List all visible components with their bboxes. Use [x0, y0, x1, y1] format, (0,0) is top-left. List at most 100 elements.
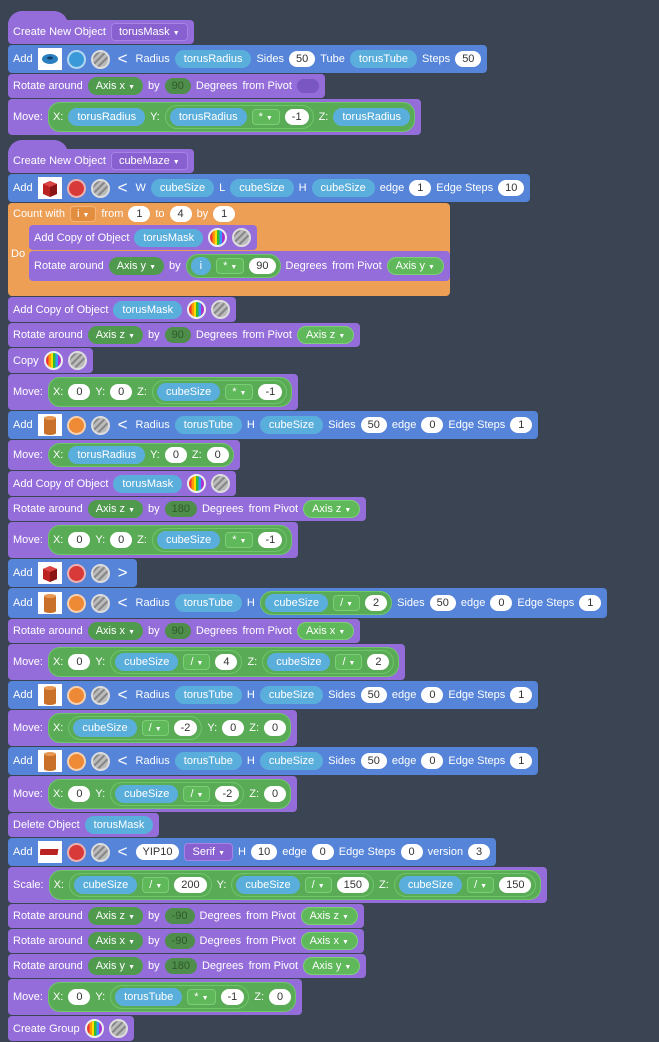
variable-pill[interactable]: cubeSize: [73, 876, 138, 894]
texture-swatch[interactable]: [90, 593, 110, 613]
text-shape-icon[interactable]: [37, 841, 62, 863]
variable-pill[interactable]: cubeSize: [115, 653, 179, 671]
cylinder-shape-icon[interactable]: [37, 414, 62, 436]
axis-dropdown[interactable]: Axis y▼: [87, 957, 143, 975]
operator-dropdown[interactable]: /▼: [183, 786, 211, 802]
number-input[interactable]: 4: [169, 206, 192, 222]
variable-pill[interactable]: torusMask: [84, 816, 154, 834]
number-input[interactable]: 50: [429, 595, 456, 611]
number-input[interactable]: 0: [68, 989, 91, 1005]
number-input[interactable]: -1: [220, 989, 245, 1005]
object-dropdown[interactable]: cubeMaze▼: [110, 152, 188, 170]
math-expression[interactable]: cubeSize/▼2: [262, 650, 395, 674]
pivot-dropdown[interactable]: Axis z▼: [300, 907, 358, 925]
color-swatch[interactable]: [66, 842, 86, 862]
math-expression[interactable]: cubeSize/▼150: [393, 873, 537, 897]
variable-pill[interactable]: torusTube: [174, 594, 242, 612]
number-input[interactable]: 0: [222, 720, 245, 736]
variable-pill[interactable]: cubeSize: [259, 686, 324, 704]
number-input[interactable]: 3: [468, 844, 491, 860]
empty-pivot-slot[interactable]: [296, 79, 319, 93]
collapse-arrow-icon[interactable]: <: [117, 178, 128, 197]
variable-pill[interactable]: cubeSize: [73, 719, 137, 737]
texture-swatch[interactable]: [90, 685, 110, 705]
axis-dropdown[interactable]: Axis x▼: [87, 932, 143, 950]
number-input[interactable]: 0: [269, 989, 292, 1005]
variable-pill[interactable]: cubeSize: [311, 179, 375, 197]
number-input[interactable]: 1: [213, 206, 236, 222]
number-shadow-input[interactable]: 90: [164, 78, 191, 94]
number-input[interactable]: -2: [215, 786, 240, 802]
texture-swatch[interactable]: [90, 842, 110, 862]
variable-pill[interactable]: torusTube: [174, 686, 242, 704]
color-swatch[interactable]: [66, 593, 86, 613]
color-swatch[interactable]: [66, 49, 86, 69]
texture-swatch[interactable]: [90, 415, 110, 435]
number-input[interactable]: 150: [336, 877, 370, 893]
math-expression[interactable]: cubeSize/▼-2: [110, 782, 245, 806]
math-expression[interactable]: cubeSize/▼2: [259, 591, 393, 615]
variable-pill[interactable]: cubeSize: [259, 752, 324, 770]
operator-dropdown[interactable]: /▼: [467, 877, 495, 893]
math-expression[interactable]: cubeSize*▼-1: [151, 380, 288, 404]
font-dropdown[interactable]: Serif▼: [184, 843, 234, 861]
axis-dropdown[interactable]: Axis x▼: [87, 622, 143, 640]
math-expression[interactable]: torusRadius*▼-1: [164, 105, 314, 129]
cube-shape-icon[interactable]: [37, 562, 62, 584]
cylinder-shape-icon[interactable]: [37, 684, 62, 706]
operator-dropdown[interactable]: *▼: [216, 258, 245, 274]
axis-dropdown[interactable]: Axis y▼: [108, 257, 164, 275]
variable-pill[interactable]: cubeSize: [150, 179, 215, 197]
number-input[interactable]: YIP10: [135, 844, 180, 860]
pivot-dropdown[interactable]: Axis y▼: [386, 257, 444, 275]
number-input[interactable]: 50: [360, 753, 387, 769]
axis-dropdown[interactable]: Axis z▼: [87, 500, 143, 518]
variable-pill[interactable]: cubeSize: [156, 383, 221, 401]
collapse-arrow-icon[interactable]: <: [117, 415, 128, 434]
color-swatch[interactable]: [66, 563, 86, 583]
operator-dropdown[interactable]: /▼: [183, 654, 211, 670]
variable-pill[interactable]: i: [190, 257, 212, 275]
add-block[interactable]: Add>: [8, 559, 137, 587]
object-dropdown[interactable]: torusMask▼: [110, 23, 188, 41]
collapse-arrow-icon[interactable]: <: [117, 751, 128, 770]
cylinder-shape-icon[interactable]: [37, 750, 62, 772]
variable-pill[interactable]: torusTube: [115, 988, 183, 1006]
pivot-dropdown[interactable]: Axis z▼: [296, 326, 355, 344]
torus-shape-icon[interactable]: [37, 48, 62, 70]
number-shadow-input[interactable]: 180: [164, 958, 197, 974]
variable-pill[interactable]: torusMask: [113, 474, 183, 493]
texture-swatch[interactable]: [67, 351, 87, 370]
collapse-arrow-icon[interactable]: <: [117, 593, 128, 612]
math-expression[interactable]: cubeSize/▼150: [231, 873, 375, 897]
number-input[interactable]: -1: [284, 109, 309, 125]
variable-pill[interactable]: cubeSize: [267, 653, 331, 671]
operator-dropdown[interactable]: /▼: [142, 877, 170, 893]
number-shadow-input[interactable]: -90: [164, 908, 195, 924]
variable-pill[interactable]: cubeSize: [259, 416, 324, 434]
axis-dropdown[interactable]: Axis z▼: [87, 907, 143, 925]
rainbow-color-swatch[interactable]: [187, 300, 207, 319]
number-input[interactable]: 1: [510, 753, 533, 769]
number-input[interactable]: 0: [490, 595, 513, 611]
collapse-arrow-icon[interactable]: <: [117, 842, 128, 861]
variable-pill[interactable]: torusRadius: [68, 108, 146, 126]
number-input[interactable]: 1: [409, 180, 432, 196]
number-input[interactable]: 0: [400, 844, 423, 860]
